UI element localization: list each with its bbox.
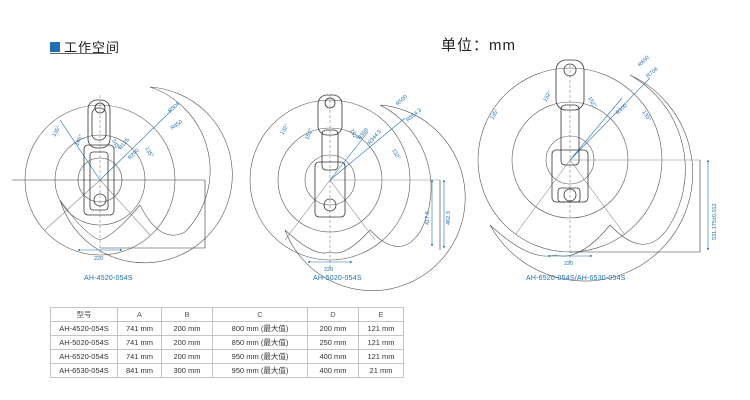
cell-c: 950 mm (最大值) (212, 363, 308, 378)
outer-envelope (489, 74, 693, 282)
cell-d: 400 mm (307, 363, 359, 378)
cell-d: 250 mm (307, 335, 359, 350)
caption-ah-4520: AH-4520-054S (84, 275, 133, 282)
label-r708: R708 (645, 66, 659, 79)
label-angle-1: 135° (490, 108, 501, 121)
cell-c: 800 mm (最大值) (212, 321, 308, 336)
cell-model: AH-6520-054S (50, 349, 118, 364)
label-r500: R500 (395, 94, 409, 108)
diagram-3-labels: R650 R708 R400 135° 152° 152° 135° 531.1… (490, 55, 718, 267)
cell-a: 841 mm (117, 363, 162, 378)
cell-b: 300 mm (161, 363, 213, 378)
cell-a: 741 mm (117, 321, 162, 336)
label-angle-3: 145° (74, 134, 84, 147)
label-220: 220 (94, 256, 103, 262)
radial-line-3 (569, 159, 626, 236)
workspace-diagrams: R504 R450 R290 R125 135° 135° 145° 145° … (12, 55, 718, 291)
diagram-1-labels: R504 R450 R290 R125 135° 135° 145° 145° … (52, 101, 184, 262)
diagram-ah-4520 (12, 86, 233, 264)
label-angle-4: 135° (640, 110, 651, 123)
header-a: A (117, 307, 162, 322)
cell-b: 200 mm (161, 335, 213, 350)
label-417: 417.5 (425, 211, 431, 225)
cell-e: 121 mm (358, 321, 404, 336)
label-r450: R450 (170, 119, 184, 131)
label-angle-2: 152° (304, 128, 314, 141)
outer-envelope (284, 104, 466, 291)
radial-line-1 (329, 117, 406, 181)
cell-c: 850 mm (最大值) (212, 335, 308, 350)
cell-a: 741 mm (117, 349, 162, 364)
robot-arm-3 (551, 59, 589, 203)
table-row: AH-6530-054S 841 mm 300 mm 950 mm (最大值) … (50, 363, 404, 378)
radial-line-4 (284, 179, 331, 241)
label-angle-3: 152° (586, 96, 597, 109)
label-angle-4: 132° (390, 148, 401, 161)
diagram-ah-6520 (477, 59, 710, 282)
cell-e: 121 mm (358, 335, 404, 350)
robot-arm-2 (314, 94, 346, 218)
cell-c: 950 mm (最大值) (212, 349, 308, 364)
diagram-ah-5020 (249, 94, 466, 291)
radial-line-3 (329, 179, 376, 241)
radial-line-2 (329, 131, 369, 181)
label-r650: R650 (637, 55, 651, 69)
label-r400: R400 (615, 103, 629, 117)
cell-b: 200 mm (161, 349, 213, 364)
header-d: D (307, 307, 359, 322)
cell-model: AH-4520-054S (50, 321, 118, 336)
cell-a: 741 mm (117, 335, 162, 350)
label-r554: R554.3 (405, 108, 422, 124)
section-title: 工作空间 (64, 40, 121, 55)
cell-model: AH-6530-054S (50, 363, 118, 378)
header-b: B (161, 307, 213, 322)
label-r290: R290 (127, 148, 141, 162)
header-model: 型号 (50, 307, 118, 322)
radial-line-1 (99, 109, 173, 181)
label-angle-1: 135° (52, 125, 63, 138)
label-angle-4: 145° (110, 138, 120, 151)
header-e: E (358, 307, 404, 322)
outer-envelope (59, 86, 233, 264)
label-angle-2: 135° (143, 146, 154, 159)
cell-d: 200 mm (307, 321, 359, 336)
label-462: 462.3 (446, 211, 452, 225)
robot-arm-1 (83, 99, 115, 216)
table-row: AH-4520-054S 741 mm 200 mm 800 mm (最大值) … (50, 321, 404, 336)
label-r350: R350 (357, 127, 370, 141)
radial-line-4 (514, 159, 571, 236)
radial-line-1 (569, 77, 651, 161)
label-220: 220 (324, 267, 333, 273)
section-header: 工作空间 (50, 37, 120, 56)
cell-e: 121 mm (358, 349, 404, 364)
section-marker (50, 41, 60, 52)
label-angle-3: 152° (348, 128, 358, 141)
label-220: 220 (564, 261, 573, 267)
label-angle-2: 152° (543, 90, 554, 103)
cell-model: AH-5020-054S (50, 335, 118, 350)
cell-d: 400 mm (307, 349, 359, 364)
cell-e: 21 mm (358, 363, 404, 378)
caption-ah-5020: AH-5020-054S (313, 275, 362, 282)
cell-b: 200 mm (161, 321, 213, 336)
title-underline (50, 53, 112, 54)
table-row: AH-5020-054S 741 mm 200 mm 850 mm (最大值) … (50, 335, 404, 350)
label-angle-1: 132° (280, 123, 291, 136)
label-531: 531.175±0.012 (712, 203, 718, 240)
table-row: AH-6520-054S 741 mm 200 mm 950 mm (最大值) … (50, 349, 404, 364)
header-c: C (212, 307, 308, 322)
radial-line-4 (44, 179, 101, 231)
caption-ah-6520: AH-6520-054S/AH-6530-054S (526, 275, 626, 282)
unit-label: 单位：mm (441, 37, 516, 54)
radial-line-2 (59, 119, 101, 181)
spec-table-header: 型号 A B C D E (50, 307, 404, 322)
radial-line-3 (99, 179, 151, 236)
spec-table: 型号 A B C D E AH-4520-054S 741 mm 200 mm … (50, 307, 404, 378)
radial-line-2 (569, 97, 623, 161)
